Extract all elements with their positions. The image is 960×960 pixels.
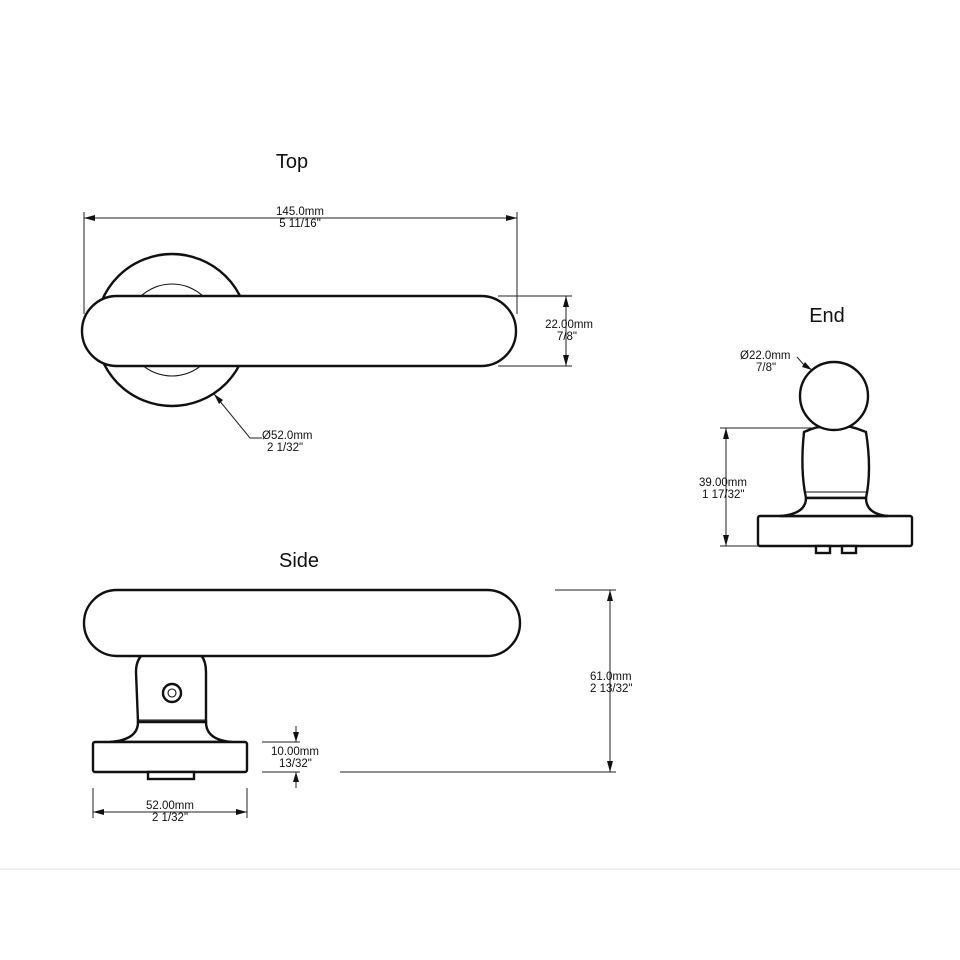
end-diameter-imperial: 7/8" [756, 362, 776, 374]
side-rose-diameter-imperial: 2 1/32" [152, 812, 188, 824]
end-diameter-metric: Ø22.0mm [740, 350, 791, 362]
side-rose-flare [109, 720, 233, 744]
top-view-title: Top [276, 151, 308, 173]
side-lever [82, 588, 522, 658]
side-view-title: Side [279, 550, 319, 572]
end-screw-right [840, 544, 858, 555]
top-rose-dimension: Ø52.0mm 2 1/32" [213, 393, 313, 454]
top-lever [80, 294, 518, 368]
side-rose [91, 740, 249, 774]
side-rose-diameter-dimension: 52.00mm 2 1/32" [92, 788, 248, 824]
end-lever-section [798, 360, 870, 432]
side-set-screw [161, 682, 183, 704]
side-rose-thickness-metric: 10.00mm [271, 746, 319, 758]
top-width-dimension: 22.00mm 7/8" [498, 295, 593, 367]
side-rose-thickness-imperial: 13/32" [279, 758, 312, 770]
side-view: Side 61.0mm 2 13/32" [82, 550, 632, 824]
side-rose-thickness-dimension: 10.00mm 13/32" [262, 726, 319, 788]
side-height-dimension: 61.0mm 2 13/32" [340, 589, 632, 773]
top-width-imperial: 7/8" [557, 331, 577, 343]
top-view: Top 145.0mm 5 11/16" 22.00mm 7/8" [80, 151, 593, 454]
end-view-title: End [809, 305, 845, 327]
end-diameter-dimension: Ø22.0mm 7/8" [740, 350, 813, 374]
top-length-dimension: 145.0mm 5 11/16" [83, 206, 518, 314]
top-length-metric: 145.0mm [276, 206, 324, 218]
end-height-imperial: 1 17/32" [702, 489, 744, 501]
end-rose [756, 514, 914, 548]
top-rose-metric: Ø52.0mm [262, 430, 313, 442]
side-height-imperial: 2 13/32" [590, 683, 632, 695]
end-rose-flare [779, 496, 889, 518]
end-height-dimension: 39.00mm 1 17/32" [699, 427, 820, 547]
side-rose-diameter-metric: 52.00mm [146, 800, 194, 812]
end-screw-left [814, 544, 832, 555]
top-width-metric: 22.00mm [545, 319, 593, 331]
top-length-imperial: 5 11/16" [279, 218, 321, 230]
end-neck [801, 423, 871, 500]
end-height-metric: 39.00mm [699, 477, 747, 489]
side-height-metric: 61.0mm [590, 671, 632, 683]
side-screw [146, 770, 196, 781]
top-rose-imperial: 2 1/32" [267, 442, 303, 454]
end-view: End Ø22.0mm 7/8" 39.00mm 1 17/32" [699, 305, 914, 555]
